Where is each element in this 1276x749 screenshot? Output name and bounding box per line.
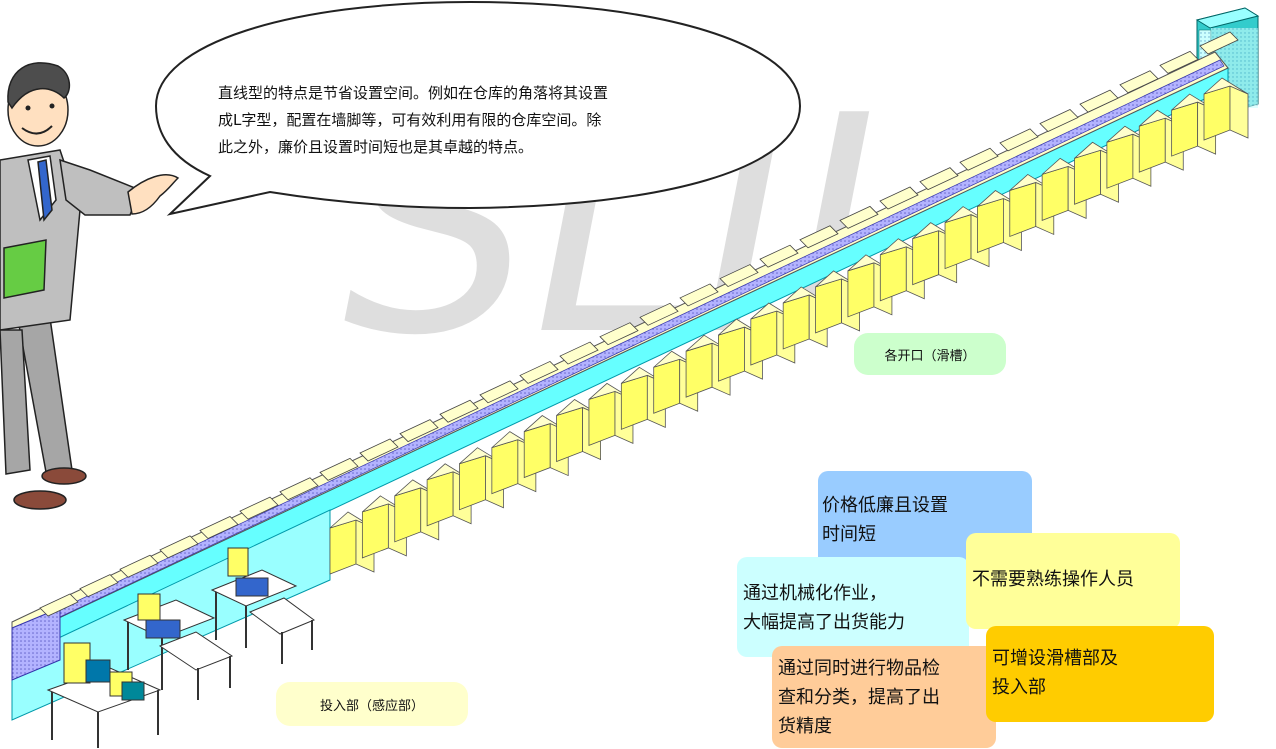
- speech-line: 直线型的特点是节省设置空间。例如在仓库的角落将其设置: [218, 84, 609, 102]
- chute-tray: [359, 438, 399, 462]
- computer-terminal-icon: [122, 593, 216, 690]
- feature-line: 大幅提高了出货能力: [743, 612, 905, 633]
- feature-line: 通过同时进行物品检: [778, 658, 940, 679]
- chute-tray: [919, 167, 959, 191]
- induction-label: 投入部（感应部）: [276, 682, 468, 726]
- folder-icon: [3, 239, 47, 299]
- chute-tray: [679, 283, 719, 307]
- chute-trays: [39, 31, 1239, 617]
- chute-tray: [399, 419, 439, 443]
- feature-card-mechanized: 通过机械化作业， 大幅提高了出货能力: [737, 557, 969, 657]
- speech-bubble: [154, 0, 802, 216]
- chutes-label-text: 各开口（滑槽）: [884, 348, 976, 364]
- feature-card-expandable: 可增设滑槽部及 投入部: [986, 626, 1214, 722]
- chute-tray: [639, 302, 679, 326]
- collection-box: [1203, 77, 1249, 141]
- chute-tray: [119, 554, 159, 578]
- chute-tray: [559, 341, 599, 365]
- chute-tray: [599, 322, 639, 346]
- feature-line: 价格低廉且设置: [822, 495, 948, 516]
- chute-tray: [239, 496, 279, 520]
- induction-stations: [46, 547, 316, 748]
- chute-tray: [319, 457, 359, 481]
- speech-bubble-text: 直线型的特点是节省设置空间。例如在仓库的角落将其设置 成L字型，配置在墙脚等，可…: [218, 80, 758, 161]
- feature-card-accuracy: 通过同时进行物品检 查和分类，提高了出 货精度: [772, 646, 996, 748]
- chute-tray: [1119, 70, 1159, 94]
- feature-line: 通过机械化作业，: [743, 583, 887, 604]
- presenter-man-figure: [0, 62, 180, 510]
- feature-line: 时间短: [822, 524, 876, 545]
- chute-tray: [959, 147, 999, 171]
- feature-line: 不需要熟练操作人员: [972, 569, 1134, 590]
- collection-box: [718, 318, 763, 382]
- computer-terminal-icon: [210, 547, 298, 648]
- open-hand-icon: [127, 174, 180, 215]
- chute-tray: [199, 516, 239, 539]
- chute-tray: [799, 225, 839, 249]
- feature-line: 货精度: [778, 716, 832, 737]
- collection-box: [685, 334, 731, 398]
- chute-tray: [279, 477, 319, 501]
- chute-tray: [759, 244, 799, 268]
- chute-tray: [1159, 50, 1199, 74]
- chute-tray: [999, 128, 1039, 152]
- speech-line: 成L字型，配置在墙脚等，可有效利用有限的仓库空间。除: [218, 111, 602, 129]
- feature-line: 查和分类，提高了出: [778, 687, 940, 708]
- chute-tray: [39, 593, 79, 617]
- feature-line: 投入部: [992, 677, 1046, 698]
- chute-tray: [719, 264, 759, 288]
- chute-tray: [839, 205, 879, 229]
- chute-tray: [1079, 89, 1119, 113]
- chute-tray: [519, 360, 559, 384]
- chute-tray: [1039, 109, 1079, 132]
- chute-tray: [879, 186, 919, 210]
- chute-tray: [159, 535, 199, 559]
- chute-tray: [479, 380, 519, 404]
- chute-tray: [439, 399, 479, 423]
- chute-tray: [79, 574, 119, 598]
- feature-card-no-skill: 不需要熟练操作人员: [966, 533, 1180, 629]
- computer-terminal-icon: [46, 642, 162, 748]
- roller-conveyor-icon: [158, 597, 316, 700]
- tie: [37, 159, 53, 222]
- collection-boxes: [329, 77, 1249, 575]
- speech-line: 此之外，廉价且设置时间短也是其卓越的特点。: [218, 138, 534, 156]
- chute-tray: [1199, 31, 1239, 55]
- chutes-label: 各开口（滑槽）: [854, 333, 1006, 375]
- induction-label-text: 投入部（感应部）: [319, 698, 424, 714]
- feature-line: 可增设滑槽部及: [992, 648, 1118, 669]
